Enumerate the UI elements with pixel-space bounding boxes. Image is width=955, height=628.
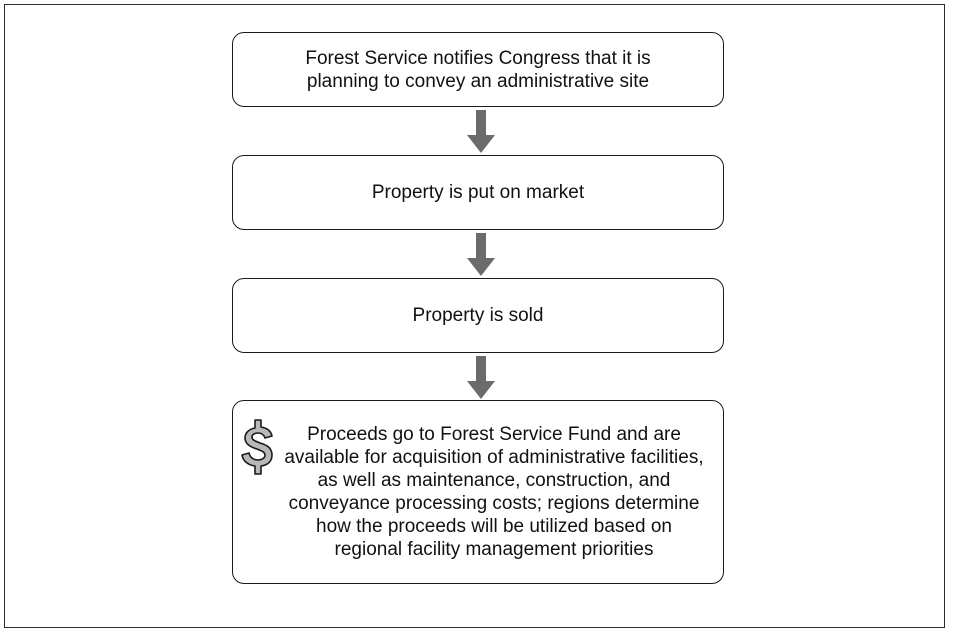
- step-1-text: Forest Service notifies Congress that it…: [305, 47, 651, 92]
- step-2-box: Property is put on market: [232, 155, 724, 230]
- arrow-down-icon: [467, 110, 495, 153]
- arrow-down-icon: [467, 233, 495, 276]
- step-1-box: Forest Service notifies Congress that it…: [232, 32, 724, 107]
- arrow-down-icon: [467, 356, 495, 399]
- step-3-text: Property is sold: [412, 305, 544, 326]
- dollar-sign-icon: [241, 419, 273, 475]
- step-4-text: Proceeds go to Forest Service Fund and a…: [284, 424, 704, 560]
- step-2-text: Property is put on market: [371, 182, 585, 203]
- step-3-box: Property is sold: [232, 278, 724, 353]
- step-4-box: Proceeds go to Forest Service Fund and a…: [232, 400, 724, 584]
